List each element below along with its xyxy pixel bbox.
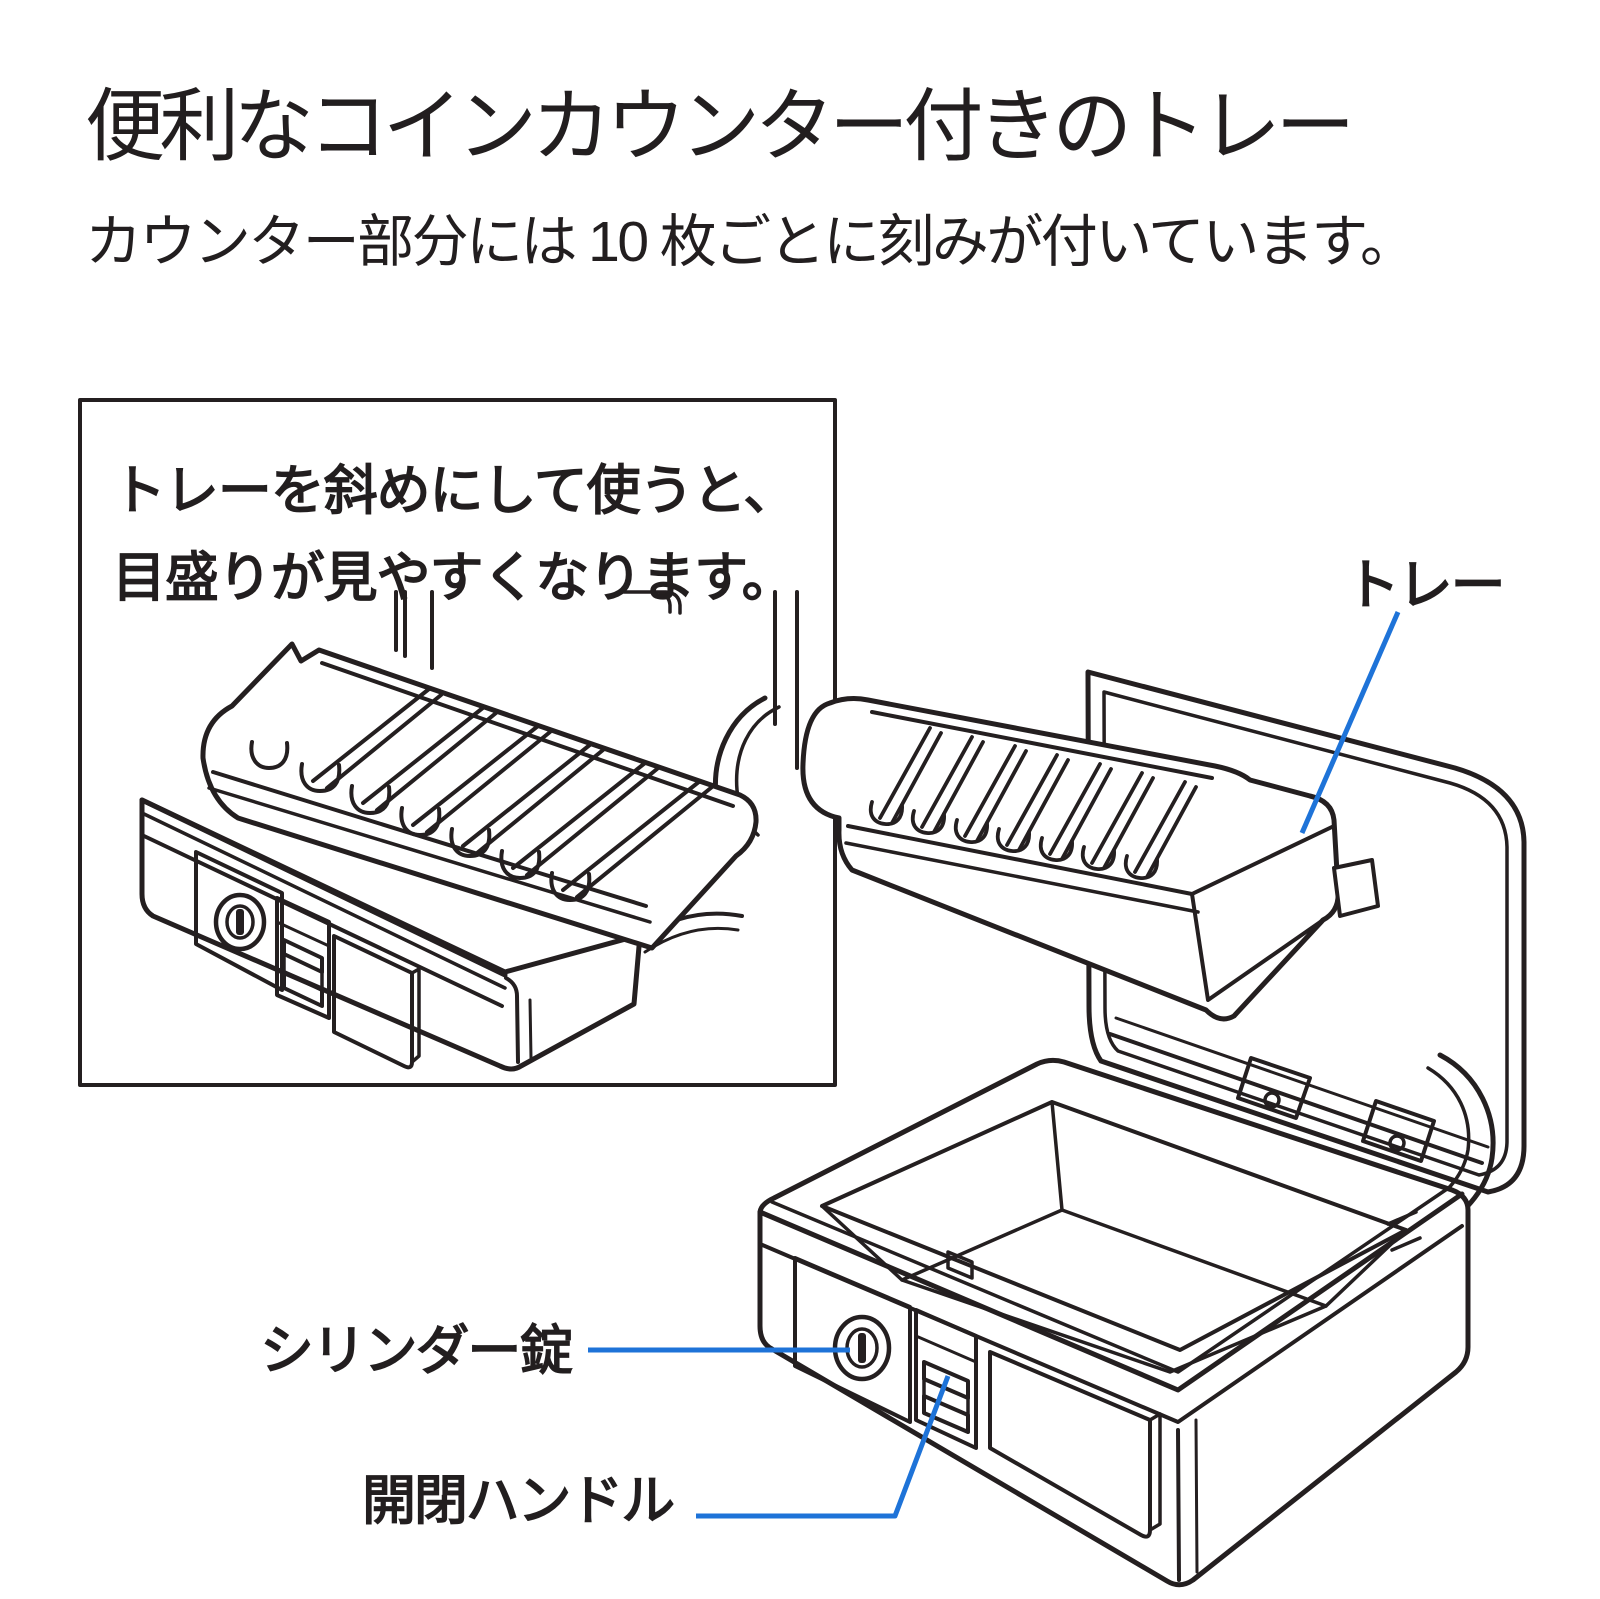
main-box [757, 1057, 1471, 1588]
label-open-close-handle: 開閉ハンドル [362, 1471, 675, 1531]
inset-cylinder-lock [213, 892, 267, 952]
leader-line-tray [1299, 611, 1401, 834]
label-cylinder-lock: シリンダー錠 [260, 1321, 573, 1381]
inset-handle [275, 896, 331, 1020]
page-title: 便利なコインカウンター付きのトレー [85, 82, 1355, 171]
inset-coin-tray [200, 641, 759, 951]
inset-note-line1: トレーを斜めにして使うと、 [112, 461, 797, 521]
main-handle [914, 1308, 978, 1450]
inset-note-line2: 目盛りが見やすくなります。 [112, 548, 796, 609]
leader-line-open-close-handle [696, 1375, 951, 1519]
page-subtitle: カウンター部分には 10 枚ごとに刻みが付いています。 [85, 210, 1417, 274]
inset-lid [394, 590, 799, 770]
inset-note: トレーを斜めにして使うと、 目盛りが見やすくなります。 [112, 448, 797, 623]
label-tray: トレー [1345, 554, 1506, 616]
main-coin-tray [800, 696, 1380, 1022]
main-figure-open-box-tray-lifted [588, 611, 1527, 1588]
inset-figure-tilted-tray [78, 398, 837, 1087]
leader-lines [588, 611, 1401, 1519]
